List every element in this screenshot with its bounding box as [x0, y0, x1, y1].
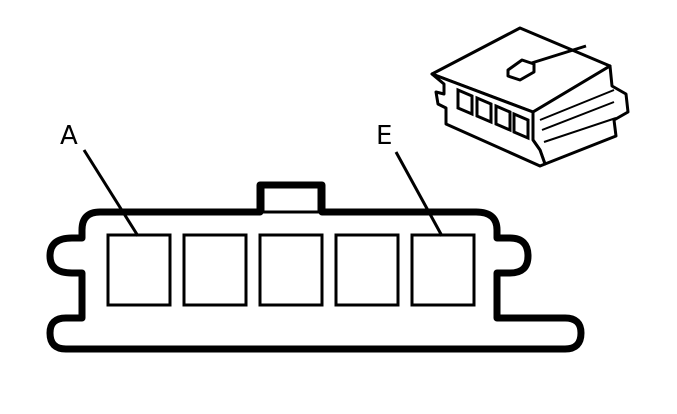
connector-latch-tab [261, 184, 321, 214]
connector-housing-outline [46, 181, 585, 353]
label-cavity-a: A [60, 121, 78, 151]
iso-cavity-1 [456, 87, 474, 117]
connector-face-view [46, 181, 585, 353]
cavity-a [106, 233, 172, 307]
cavity-d [334, 233, 400, 307]
cavity-e [410, 233, 476, 307]
terminal-cavities [106, 233, 476, 307]
iso-cavity-3 [494, 103, 512, 133]
cavity-b [182, 233, 248, 307]
iso-cavity-4 [512, 111, 530, 141]
cavity-c [258, 233, 324, 307]
iso-cavity-2 [475, 95, 493, 125]
label-cavity-e: E [376, 121, 392, 151]
iso-cavities [456, 87, 530, 141]
iso-side-lines [539, 89, 617, 143]
leader-line-a [82, 149, 140, 237]
iso-latch [506, 58, 536, 82]
leader-line-e [394, 151, 444, 237]
